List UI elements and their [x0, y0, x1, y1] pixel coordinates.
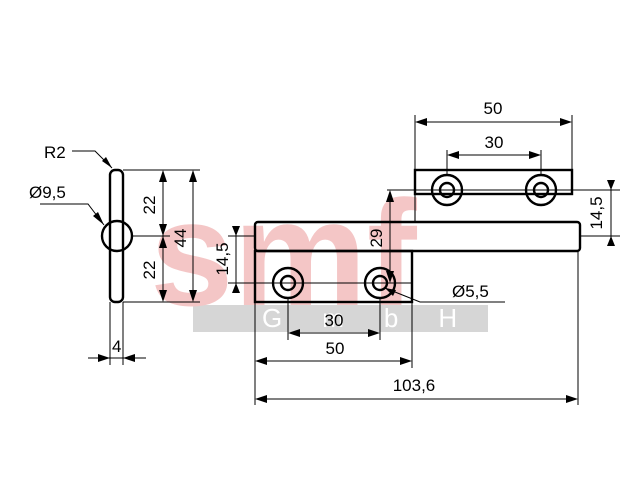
bottom-hole-spacing-label: 30 — [325, 311, 344, 330]
watermark-band — [193, 305, 488, 332]
hole-height-offset-label: 29 — [367, 229, 386, 248]
side-view-leaf — [108, 168, 125, 304]
right-leaf — [413, 168, 574, 196]
watermark-subtitle: GmbH — [262, 303, 497, 333]
total-height-label: 44 — [171, 229, 190, 248]
left-leaf-height-label: 14,5 — [213, 242, 232, 275]
thickness-label: 4 — [112, 337, 121, 356]
pin-diameter-label: Ø9,5 — [29, 183, 66, 202]
right-leaf-height-label: 14,5 — [587, 196, 606, 229]
bottom-width-label: 50 — [326, 339, 345, 358]
side-view — [100, 168, 134, 304]
watermark-letters: smf — [150, 169, 418, 337]
hole-diameter-label: Ø5,5 — [452, 282, 489, 301]
overall-length-label: 103,6 — [393, 376, 436, 395]
half-height-bottom-label: 22 — [140, 261, 159, 280]
side-view-dimensions: R2 Ø9,5 22 22 44 4 — [29, 143, 200, 365]
top-width-label: 50 — [484, 99, 503, 118]
watermark: smf GmbH — [150, 169, 497, 337]
half-height-top-label: 22 — [140, 196, 159, 215]
left-leaf — [253, 249, 414, 304]
front-view-dimensions: 50 30 14,5 29 14,5 Ø5,5 — [213, 99, 620, 405]
radius-label: R2 — [44, 143, 66, 162]
pin-circle — [100, 219, 134, 253]
top-hole-spacing-label: 30 — [485, 133, 504, 152]
